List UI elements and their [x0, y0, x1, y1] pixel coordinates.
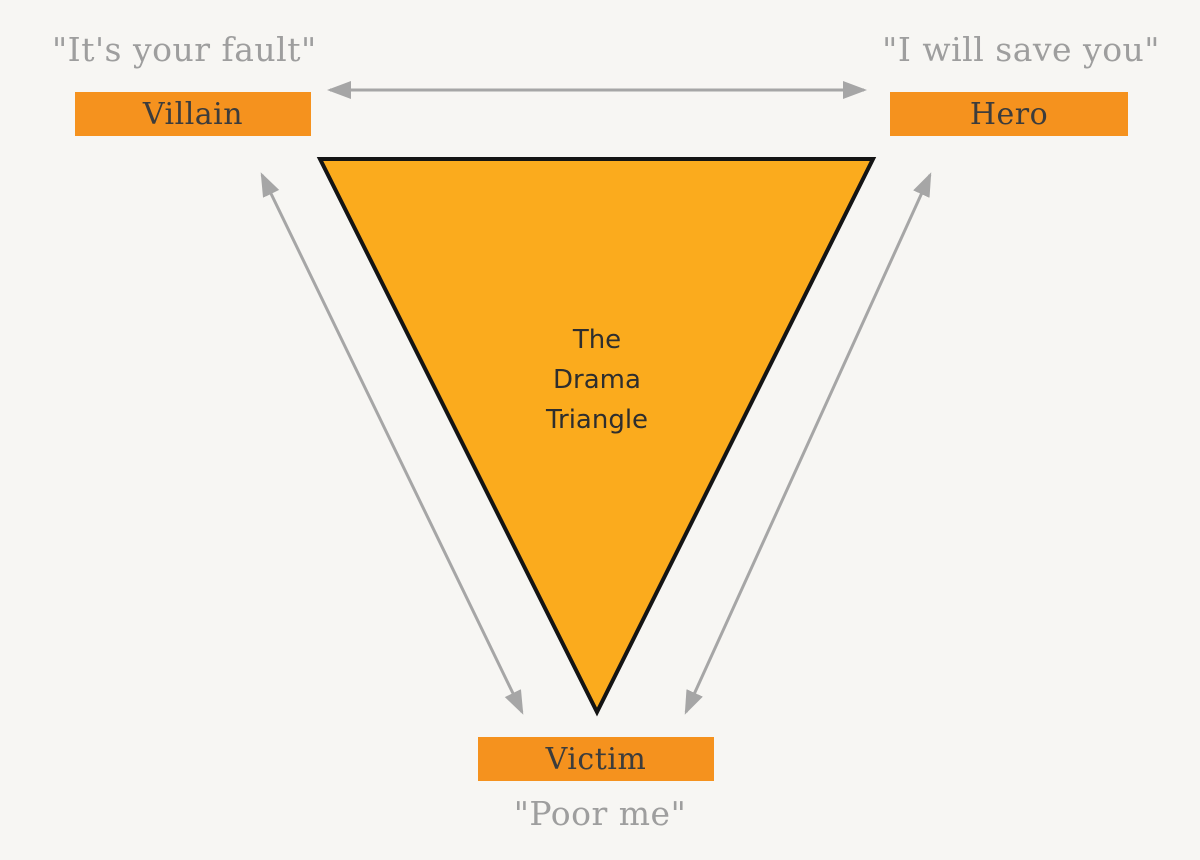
villain-role-label: Villain [142, 96, 244, 132]
victim-quote: "Poor me" [513, 794, 687, 833]
triangle-title-line-1: The [572, 325, 622, 355]
triangle-title-line-2: Drama [553, 365, 641, 395]
villain-role-box: Villain [75, 92, 311, 136]
arrow-hero-victim [684, 172, 932, 715]
triangle-title-line-3: Triangle [545, 405, 649, 435]
arrow-villain-victim [260, 172, 524, 715]
hero-role-label: Hero [969, 96, 1049, 132]
hero-quote: "I will save you" [882, 30, 1160, 69]
triangle-title: The Drama Triangle [546, 320, 648, 440]
villain-quote: "It's your fault" [52, 30, 317, 69]
victim-role-label: Victim [545, 741, 647, 777]
hero-role-box: Hero [890, 92, 1128, 136]
victim-role-box: Victim [478, 737, 714, 781]
